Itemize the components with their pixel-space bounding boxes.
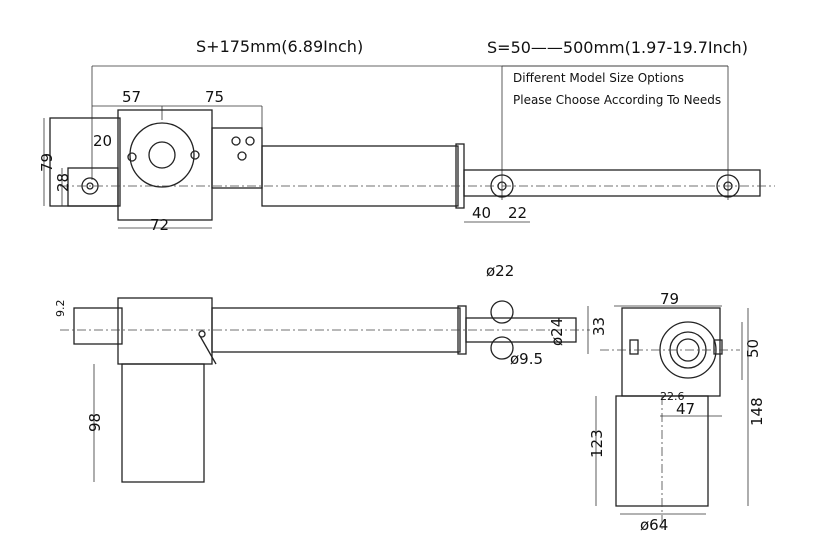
dim-dia24: ø24 bbox=[548, 318, 566, 346]
stroke-total-label: S+175mm(6.89Inch) bbox=[196, 37, 363, 56]
note-line-1: Different Model Size Options bbox=[513, 71, 684, 85]
stroke-range-label: S=50——500mm(1.97-19.7Inch) bbox=[487, 38, 748, 57]
dim-79-end: 79 bbox=[660, 290, 679, 308]
dim-22: 22 bbox=[508, 204, 527, 222]
dim-dia22: ø22 bbox=[486, 262, 514, 280]
top-view: 57 75 79 28 20 72 4 bbox=[38, 65, 775, 234]
dim-dia9-5: ø9.5 bbox=[510, 350, 543, 368]
end-view: 79 50 22.6 47 123 148 ø64 bbox=[588, 290, 766, 534]
dim-148: 148 bbox=[748, 397, 766, 426]
dim-9-2: 9.2 bbox=[54, 300, 67, 318]
dim-22-6: 22.6 bbox=[660, 390, 685, 403]
dim-57: 57 bbox=[122, 88, 141, 106]
note-line-2: Please Choose According To Needs bbox=[513, 93, 721, 107]
side-view: 98 9.2 ø22 ø24 ø9.5 33 bbox=[54, 262, 608, 483]
dim-79-top: 79 bbox=[38, 153, 56, 172]
dim-20: 20 bbox=[93, 132, 112, 150]
dim-50: 50 bbox=[744, 339, 762, 358]
dim-dia64: ø64 bbox=[640, 516, 668, 534]
dim-33: 33 bbox=[590, 317, 608, 336]
dim-98: 98 bbox=[86, 413, 104, 432]
dim-75: 75 bbox=[205, 88, 224, 106]
dim-123: 123 bbox=[588, 429, 606, 458]
dim-40: 40 bbox=[472, 204, 491, 222]
dim-47: 47 bbox=[676, 400, 695, 418]
dim-28: 28 bbox=[54, 173, 72, 192]
dim-72: 72 bbox=[150, 216, 169, 234]
